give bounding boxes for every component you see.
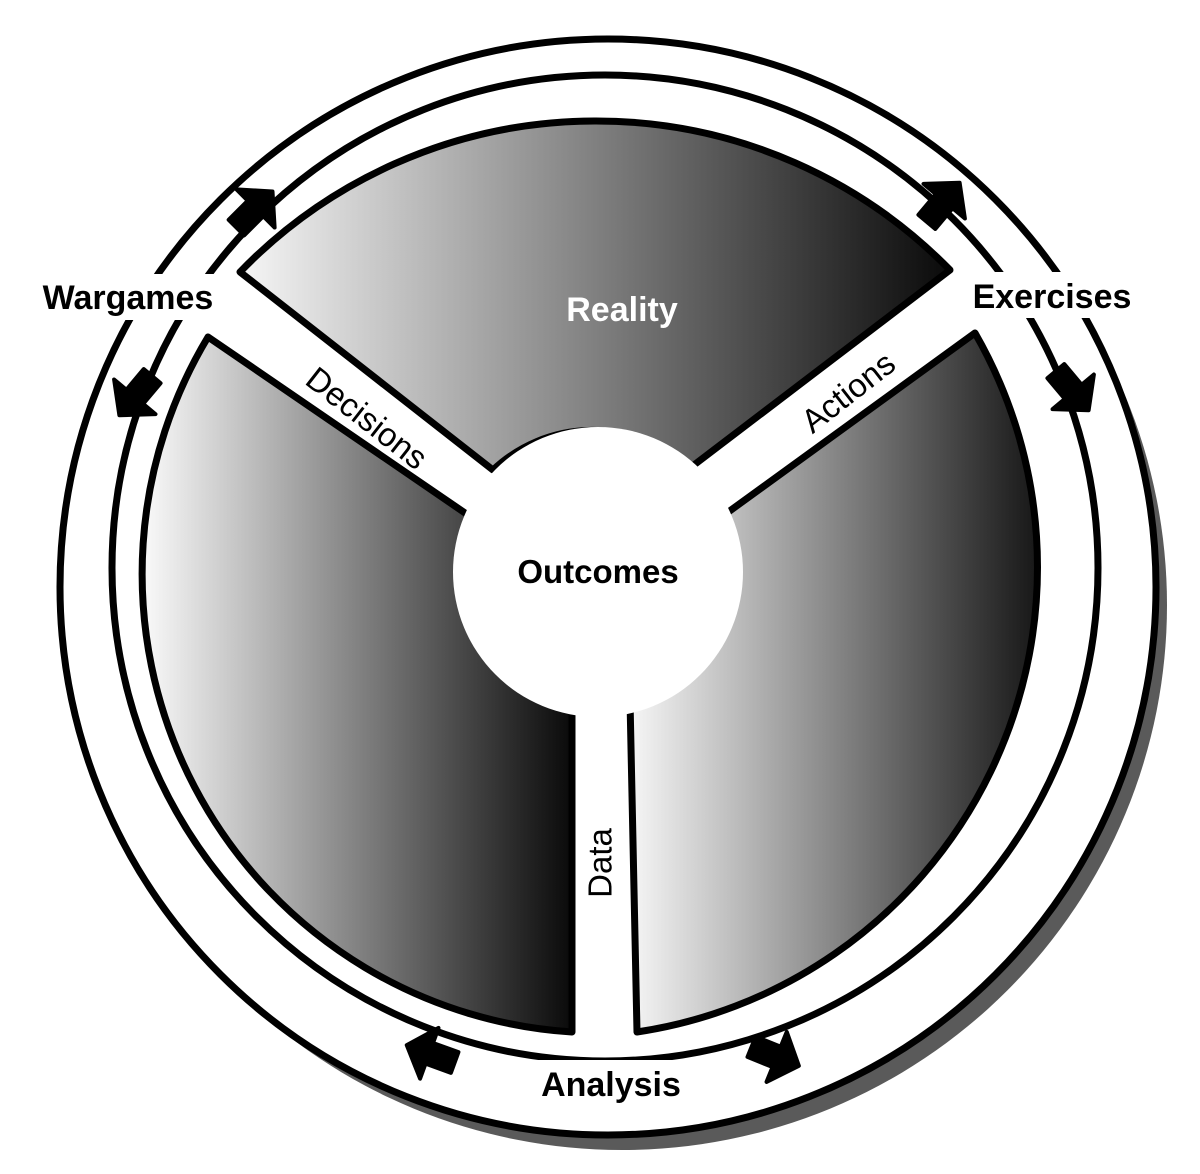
wargames-label-bg [24, 274, 232, 320]
arrow-wargames-down [112, 367, 163, 418]
arrow-analysis-left [404, 1025, 461, 1081]
outcomes-label: Outcomes [517, 553, 678, 590]
exercises-label: Exercises [973, 278, 1132, 316]
arrow-analysis-right [745, 1029, 801, 1084]
data-label: Data [582, 828, 619, 898]
arrow-exercises-down [1045, 362, 1096, 413]
analysis-label: Analysis [541, 1066, 681, 1104]
wargames-label: Wargames [43, 279, 214, 317]
reality-label: Reality [566, 291, 678, 329]
center-hub [453, 427, 743, 717]
arrow-reality-to-exercises [916, 180, 967, 231]
exercises-label-bg [955, 272, 1149, 318]
analysis-label-bg [520, 1060, 702, 1108]
arrow-wargames-to-reality [226, 187, 277, 238]
